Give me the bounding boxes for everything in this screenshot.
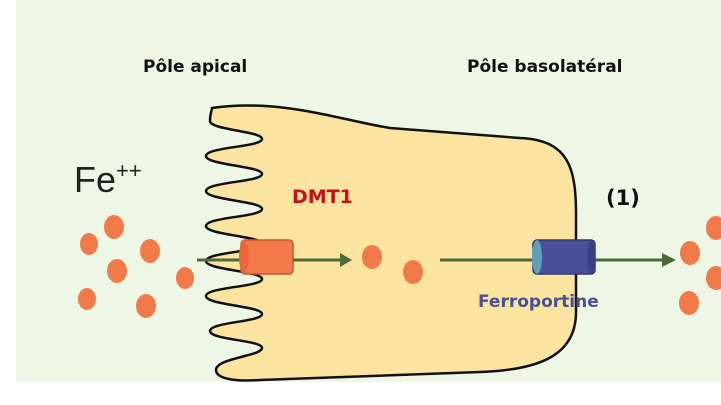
iron-particle xyxy=(104,215,124,239)
iron-particle xyxy=(706,266,721,290)
iron-particle xyxy=(140,239,160,263)
ion-symbol: Fe xyxy=(74,159,116,200)
iron-particle xyxy=(78,288,96,310)
iron-ion-label: Fe++ xyxy=(74,158,142,201)
ferroportine-label: Ferroportine xyxy=(478,292,599,312)
iron-particle xyxy=(176,267,194,289)
iron-particles-lumen xyxy=(78,215,194,318)
iron-particle xyxy=(80,233,98,255)
iron-particle xyxy=(107,259,127,283)
dmt1-label: DMT1 xyxy=(292,186,353,208)
iron-particle xyxy=(136,294,156,318)
iron-particles-plasma xyxy=(679,216,721,315)
ferroportin-transporter xyxy=(532,240,595,274)
ion-charge: ++ xyxy=(116,158,142,183)
iron-particle xyxy=(403,260,423,284)
step-label: (1) xyxy=(606,186,640,210)
pole-basolateral-label: Pôle basolatéral xyxy=(467,57,623,77)
iron-particle xyxy=(706,216,721,240)
iron-particle xyxy=(680,241,700,265)
pole-apical-label: Pôle apical xyxy=(143,57,247,77)
dmt1-transporter xyxy=(239,240,293,274)
iron-particle xyxy=(362,245,382,269)
iron-particle xyxy=(679,291,699,315)
